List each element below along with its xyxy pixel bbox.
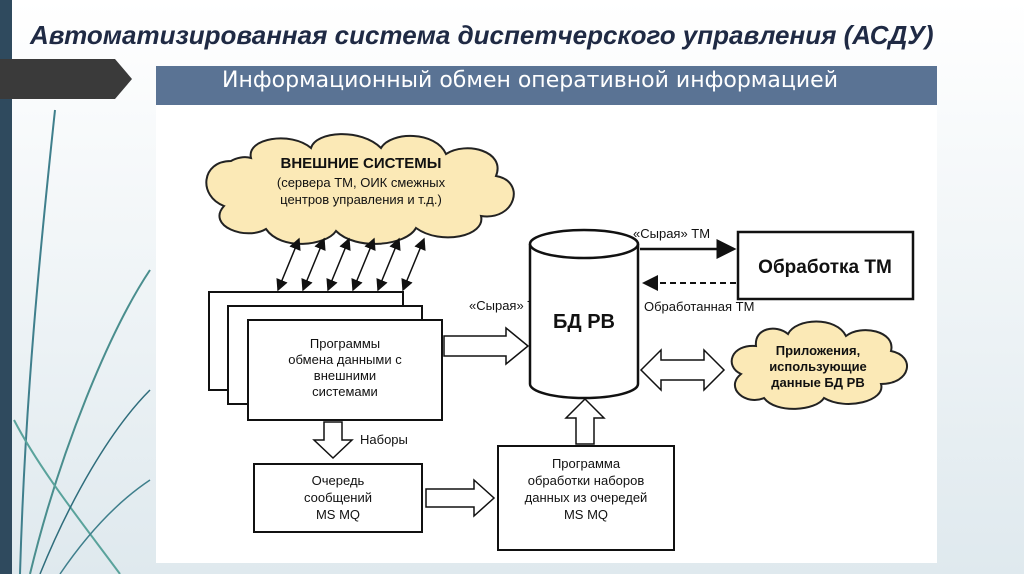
set-processing-line4: MS MQ	[564, 507, 608, 522]
tm-processing-label: Обработка ТМ	[758, 257, 892, 278]
exchange-programs-line2: обмена данными с	[288, 352, 402, 367]
set-processing-line3: данных из очередей	[525, 490, 648, 505]
processing-to-db-arrow	[564, 397, 606, 445]
applications-line2: использующие	[769, 359, 867, 374]
title-tab-arrow	[0, 59, 132, 99]
set-processing-line1: Программа	[552, 456, 621, 471]
sets-arrow: Наборы	[312, 421, 408, 460]
queue-line3: MS MQ	[316, 507, 360, 522]
tm-processing-group: Обработка ТМ «Сырая» ТМ Обработанная ТМ	[633, 226, 915, 314]
exchange-arrows	[276, 237, 426, 292]
raw-tm-arrow: «Сырая» ТМ	[443, 298, 546, 366]
set-processing-line2: обработки наборов	[528, 473, 645, 488]
decorative-curve	[39, 389, 151, 574]
database-label: БД РВ	[553, 311, 615, 333]
decorative-curve	[13, 419, 121, 574]
decorative-curve	[29, 269, 151, 574]
external-systems-title: ВНЕШНИЕ СИСТЕМЫ	[281, 155, 442, 172]
exchange-programs-line4: системами	[312, 384, 378, 399]
applications-line3: данные БД РВ	[771, 375, 864, 390]
external-systems-line2: центров управления и т.д.)	[280, 192, 442, 207]
queue-line1: Очередь	[312, 473, 365, 488]
left-stripe	[0, 0, 12, 574]
decorative-curve	[59, 479, 151, 574]
message-queue-box: Очередь сообщений MS MQ	[253, 463, 423, 533]
raw-tm-left-label: «Сырая» ТМ	[469, 298, 546, 313]
external-systems-cloud: ВНЕШНИЕ СИСТЕМЫ (сервера ТМ, ОИК смежных…	[205, 133, 515, 245]
diagram-panel: Информационный обмен оперативной информа…	[156, 66, 937, 563]
processed-tm-label: Обработанная ТМ	[644, 299, 754, 314]
database-cylinder: БД РВ	[528, 228, 640, 400]
applications-line1: Приложения,	[776, 343, 860, 358]
queue-line2: сообщений	[304, 490, 372, 505]
exchange-programs-line3: внешними	[314, 368, 376, 383]
sets-label: Наборы	[360, 432, 408, 447]
queue-to-processing-arrow	[425, 478, 496, 518]
applications-cloud: Приложения, использующие данные БД РВ	[639, 320, 908, 410]
decorative-curve	[19, 109, 56, 574]
exchange-programs-stack: Программы обмена данными с внешними сист…	[208, 291, 443, 421]
raw-tm-top-label: «Сырая» ТМ	[633, 226, 710, 241]
exchange-programs-line1: Программы	[310, 336, 380, 351]
slide-title: Автоматизированная система диспетчерског…	[30, 20, 934, 50]
set-processing-box: Программа обработки наборов данных из оч…	[497, 445, 675, 551]
external-systems-line1: (сервера ТМ, ОИК смежных	[277, 175, 446, 190]
diagram-header: Информационный обмен оперативной информа…	[156, 66, 937, 105]
diagram-canvas: ВНЕШНИЕ СИСТЕМЫ (сервера ТМ, ОИК смежных…	[205, 133, 915, 551]
